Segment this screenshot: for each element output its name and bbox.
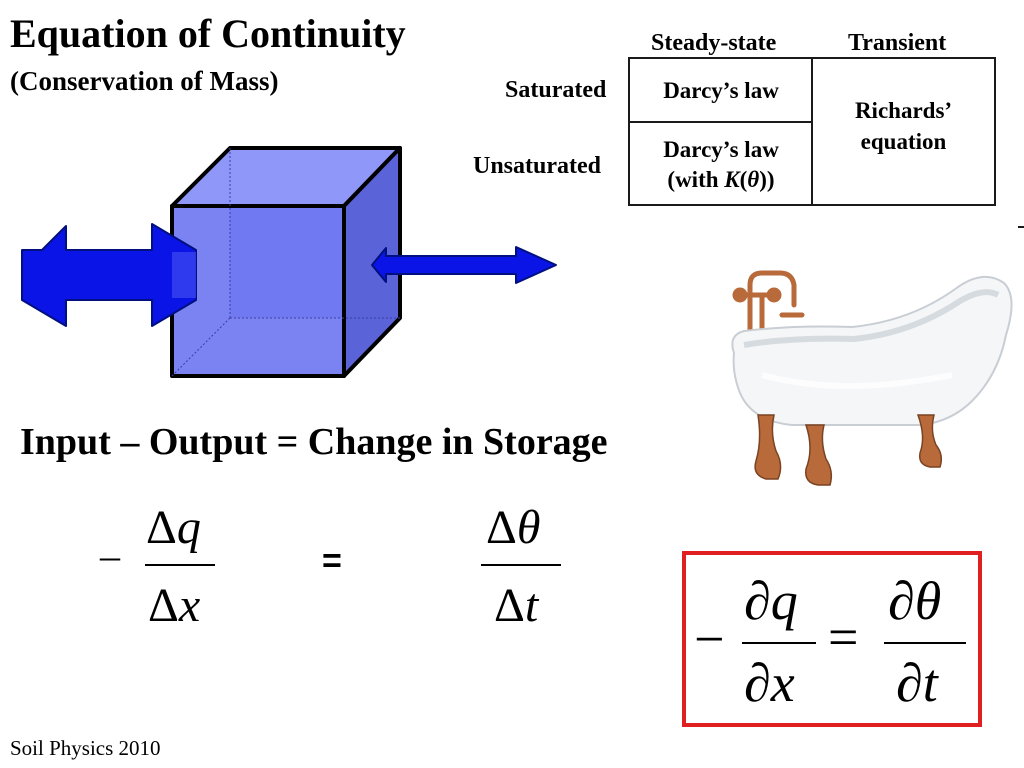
discrete-equals-sign: = xyxy=(322,542,342,580)
discrete-minus-sign: – xyxy=(100,533,120,578)
cell-transient-line1: Richards’ xyxy=(854,98,953,123)
control-volume-cube xyxy=(170,146,402,378)
large-inflow-arrow xyxy=(21,223,197,327)
discrete-lhs-denominator: Δx xyxy=(148,579,201,632)
continuity-equation-box xyxy=(682,551,982,727)
differential-equals-sign: = xyxy=(828,607,859,667)
cell-unsaturated-steady-line1: Darcy’s law xyxy=(663,137,779,162)
control-volume-illustration xyxy=(21,146,557,378)
cell-unsaturated-steady-line2: (with K(θ)) xyxy=(667,167,775,192)
discrete-rhs-numerator: Δθ xyxy=(486,501,541,554)
differential-rhs-denominator: ∂t xyxy=(896,653,938,713)
differential-lhs-denominator: ∂x xyxy=(744,653,795,713)
column-header-transient: Transient xyxy=(848,30,947,56)
column-header-steady-state: Steady-state xyxy=(651,30,777,56)
differential-rhs-fraction-bar xyxy=(884,642,966,644)
copper-claw-feet xyxy=(754,414,943,486)
edge-tick xyxy=(1018,226,1024,228)
slide-title: Equation of Continuity xyxy=(10,11,406,56)
cell-saturated-steady: Darcy’s law xyxy=(663,78,779,103)
row-header-unsaturated: Unsaturated xyxy=(473,153,602,179)
clawfoot-bathtub-image xyxy=(731,270,1013,486)
differential-minus-sign: − xyxy=(694,609,725,669)
row-header-saturated: Saturated xyxy=(505,77,607,103)
slide-subtitle: (Conservation of Mass) xyxy=(10,66,279,96)
differential-lhs-numerator: ∂q xyxy=(744,571,798,631)
differential-lhs-fraction-bar xyxy=(742,642,816,644)
differential-rhs-numerator: ∂θ xyxy=(888,571,942,631)
cell-transient-line2: equation xyxy=(860,129,947,154)
table-right-border xyxy=(994,57,996,206)
mass-balance-statement: Input – Output = Change in Storage xyxy=(20,421,608,463)
table-column-divider xyxy=(811,57,813,206)
table-left-border xyxy=(628,57,630,206)
discrete-rhs-denominator: Δt xyxy=(494,579,539,632)
discrete-lhs-numerator: Δq xyxy=(146,501,201,554)
discrete-rhs-fraction-bar xyxy=(481,564,561,566)
small-outflow-arrow xyxy=(371,246,557,284)
discrete-lhs-fraction-bar xyxy=(145,564,215,566)
table-row-divider xyxy=(628,121,812,123)
slide-footer: Soil Physics 2010 xyxy=(10,736,161,760)
